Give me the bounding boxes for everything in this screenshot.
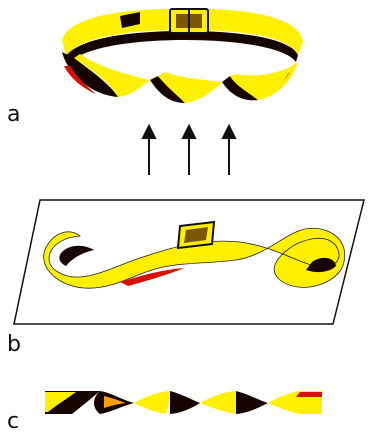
up-arrow-icon	[221, 123, 237, 175]
strip-twist-4	[236, 391, 268, 414]
belt-twist-segment-1	[62, 52, 118, 97]
belt-loop-inner-shade	[66, 31, 298, 64]
strip-twist-2-light	[134, 391, 170, 414]
strip-mid-accent	[104, 396, 126, 408]
belt-figure-eight-inner-left	[59, 245, 94, 266]
belt-figure-eight-band	[43, 227, 346, 289]
belt-twist-segment-3-face	[230, 62, 298, 100]
belt-twist-segment-2-face	[158, 72, 222, 103]
up-arrow-icon	[141, 123, 157, 175]
belt-buckle-icon	[176, 220, 216, 250]
strip-end-shadow	[296, 392, 322, 397]
panel-label-a: a	[7, 102, 21, 127]
belt-twist-segment-3	[222, 76, 258, 101]
belt-strap-end	[120, 12, 140, 28]
panel-a-belt-loop	[62, 8, 303, 103]
belt-twist-segment-1-face	[74, 54, 150, 97]
strip-twist-3-light	[200, 391, 236, 414]
belt-buckle-icon	[169, 8, 209, 34]
strip-twist-3	[170, 391, 200, 414]
belt-figure-eight-shadow	[120, 268, 184, 286]
panel-b-flattened-belt	[13, 199, 365, 325]
panel-c-twisted-strip	[45, 391, 322, 414]
belt-twist-segment-2	[150, 76, 185, 103]
belt-loop-shadow-left	[64, 66, 96, 94]
belt-figure-eight-inner-right	[306, 257, 336, 273]
panel-label-b: b	[7, 332, 21, 357]
panel-label-c: c	[7, 409, 20, 434]
up-arrows	[141, 123, 237, 175]
strip-twist-1-light	[45, 392, 76, 412]
up-arrow-icon	[181, 123, 197, 175]
